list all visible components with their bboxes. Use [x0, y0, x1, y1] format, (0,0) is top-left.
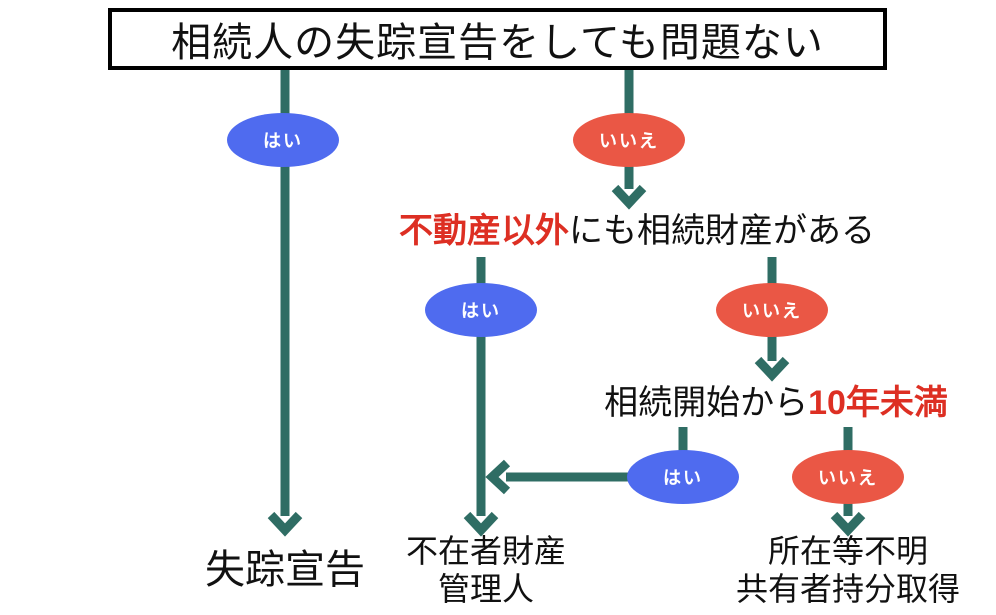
arrow-yes3-head: [485, 459, 511, 495]
outcome-unknown-owner: 所在等不明 共有者持分取得: [698, 532, 996, 608]
question-other-assets-rest: にも相続財産がある: [569, 212, 875, 250]
branch-no-3: いいえ: [792, 450, 904, 504]
question-other-assets: 不動産以外にも相続財産がある: [337, 210, 937, 252]
branch-yes-3-label: はい: [663, 468, 703, 488]
outcome-absentee-manager-line1: 不在者財産: [405, 533, 566, 569]
branch-no-1: いいえ: [573, 113, 685, 167]
arrow-no3-head: [830, 511, 866, 537]
question-ten-years-highlight: 10年未満: [808, 384, 948, 422]
outcome-missing-declaration-text: 失踪宣告: [205, 548, 365, 592]
branch-no-3-label: いいえ: [818, 468, 878, 488]
branch-no-1-label: いいえ: [599, 131, 659, 151]
arrow-yes1-head: [267, 511, 303, 537]
arrow-no2-head: [754, 356, 790, 382]
outcome-unknown-owner-line2: 共有者持分取得: [735, 571, 960, 607]
outcome-absentee-manager: 不在者財産 管理人: [336, 532, 636, 608]
branch-yes-3: はい: [627, 450, 739, 504]
branch-yes-2: はい: [425, 283, 537, 337]
question-other-assets-highlight: 不動産以外: [399, 212, 569, 250]
title-box: 相続人の失踪宣告をしても問題ない: [108, 8, 887, 70]
title-text: 相続人の失踪宣告をしても問題ない: [171, 21, 824, 65]
question-ten-years: 相続開始から10年未満: [576, 382, 976, 424]
branch-yes-1: はい: [227, 113, 339, 167]
arrow-no1-head: [611, 184, 647, 210]
branch-yes-2-label: はい: [461, 301, 501, 321]
outcome-missing-declaration: 失踪宣告: [120, 546, 450, 594]
outcome-absentee-manager-line2: 管理人: [437, 571, 534, 607]
branch-no-2-label: いいえ: [742, 301, 802, 321]
branch-yes-1-label: はい: [263, 131, 303, 151]
arrow-yes2-head: [463, 511, 499, 537]
branch-no-2: いいえ: [716, 283, 828, 337]
outcome-unknown-owner-line1: 所在等不明: [767, 533, 928, 569]
question-ten-years-lead: 相続開始から: [604, 384, 809, 422]
